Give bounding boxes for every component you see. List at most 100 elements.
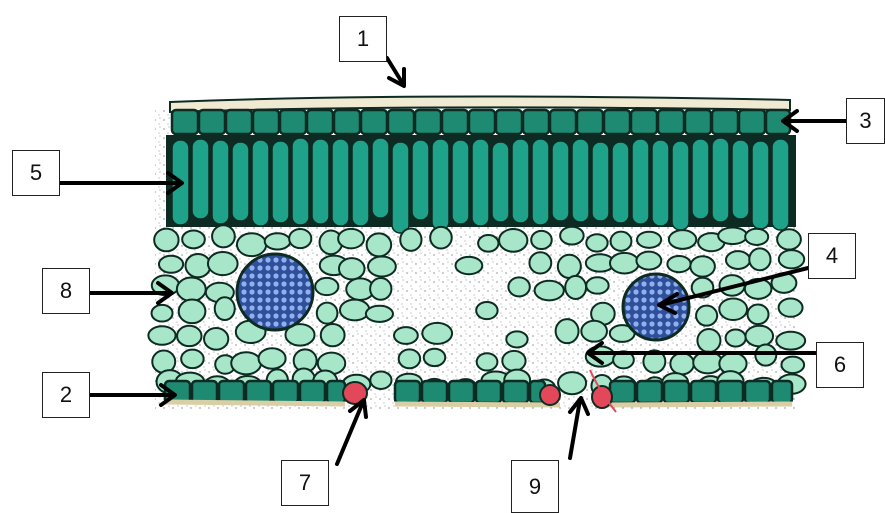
palisade-cell: [372, 138, 389, 218]
vascular-bundle-right: [623, 274, 689, 340]
arrow-3: [783, 111, 846, 131]
label-box-5: 5: [12, 150, 60, 196]
epidermis-cell: [745, 381, 770, 403]
spongy-cell: [181, 350, 203, 368]
epidermis-cell: [361, 110, 387, 134]
spongy-cell: [637, 232, 661, 248]
spongy-cell: [745, 229, 768, 245]
palisade-cell: [232, 142, 249, 221]
epidermis-cell: [469, 110, 495, 134]
spongy-cell: [781, 357, 804, 373]
epidermis-cell: [192, 381, 217, 403]
spongy-cell: [506, 331, 527, 347]
palisade-cell: [432, 139, 449, 230]
spongy-cell: [430, 227, 452, 249]
epidermis-cell: [664, 381, 689, 403]
spongy-cell: [558, 372, 586, 394]
spongy-cell: [370, 278, 391, 300]
epidermis-cell: [718, 381, 743, 403]
spongy-cell: [182, 230, 205, 248]
epidermis-cell: [246, 381, 271, 403]
epidermis-cell: [691, 381, 716, 403]
spongy-cell: [154, 229, 178, 252]
arrow-9: [570, 398, 588, 458]
spongy-cell: [718, 227, 747, 244]
epidermis-cell: [172, 110, 198, 134]
epidermis-cell: [610, 381, 635, 403]
epidermis-cell: [503, 381, 528, 403]
epidermis-cell: [388, 110, 414, 134]
spongy-cell: [177, 277, 206, 301]
palisade-cell: [772, 139, 789, 230]
guard-cell: [592, 386, 612, 408]
spongy-cell: [558, 255, 581, 278]
spongy-cell: [366, 306, 393, 322]
spongy-cell: [777, 229, 801, 249]
upper-epidermis: [172, 110, 790, 134]
spongy-cell: [289, 229, 311, 248]
epidermis-cell: [550, 110, 576, 134]
spongy-cell: [747, 304, 768, 324]
epidermis-cell: [415, 110, 441, 134]
palisade-cell: [732, 140, 749, 219]
spongy-cell: [315, 278, 338, 295]
palisade-cell: [752, 141, 769, 229]
epidermis-cell: [523, 110, 549, 134]
spongy-cell: [565, 276, 586, 299]
spongy-cell: [237, 233, 266, 256]
palisade-cell: [572, 139, 589, 222]
spongy-cell: [556, 319, 579, 343]
epidermis-cell: [422, 381, 447, 403]
spongy-cell: [422, 323, 452, 344]
epidermis-cell: [300, 381, 325, 403]
spongy-cell: [779, 299, 803, 317]
spongy-cell: [148, 326, 175, 345]
palisade-cell: [512, 139, 529, 223]
spongy-cell: [669, 230, 696, 249]
palisade-cell: [692, 139, 709, 219]
spongy-cell: [535, 281, 564, 301]
spongy-cell: [399, 349, 420, 368]
spongy-cell: [586, 234, 607, 251]
label-box-4: 4: [808, 233, 856, 279]
epidermis-cell: [307, 110, 333, 134]
palisade-cell: [672, 141, 689, 230]
epidermis-cell: [631, 110, 657, 134]
palisade-cell: [532, 139, 549, 225]
spongy-cell: [204, 328, 228, 350]
palisade-cell: [712, 138, 729, 222]
label-box-7: 7: [281, 460, 329, 506]
epidermis-cell: [280, 110, 306, 134]
epidermis-cell: [577, 110, 603, 134]
spongy-cell: [152, 305, 173, 322]
spongy-cell: [424, 349, 445, 366]
palisade-cell: [472, 139, 489, 226]
spongy-cell: [339, 258, 365, 279]
spongy-cell: [531, 231, 552, 249]
spongy-cell: [456, 257, 483, 274]
label-box-3: 3: [846, 98, 885, 144]
palisade-cell: [392, 142, 409, 233]
spongy-cell: [259, 348, 286, 368]
epidermis-cell: [395, 381, 420, 403]
epidermis-cell: [772, 381, 792, 403]
palisade-mesophyll: [166, 135, 796, 233]
palisade-cell: [652, 140, 669, 226]
epidermis-cell: [739, 110, 765, 134]
palisade-cell: [332, 139, 349, 226]
epidermis-cell: [442, 110, 468, 134]
spongy-cell: [208, 252, 238, 275]
epidermis-cell: [226, 110, 252, 134]
spongy-cell: [400, 229, 421, 251]
spongy-cell: [499, 229, 527, 252]
epidermis-cell: [476, 381, 501, 403]
palisade-cell: [492, 142, 509, 222]
palisade-cell: [412, 140, 429, 220]
palisade-cell: [452, 140, 469, 224]
vascular-bundle-left: [237, 254, 313, 330]
palisade-cell: [272, 141, 289, 223]
spongy-cell: [726, 330, 746, 347]
palisade-cell: [352, 140, 369, 226]
arrow-1: [387, 58, 404, 86]
